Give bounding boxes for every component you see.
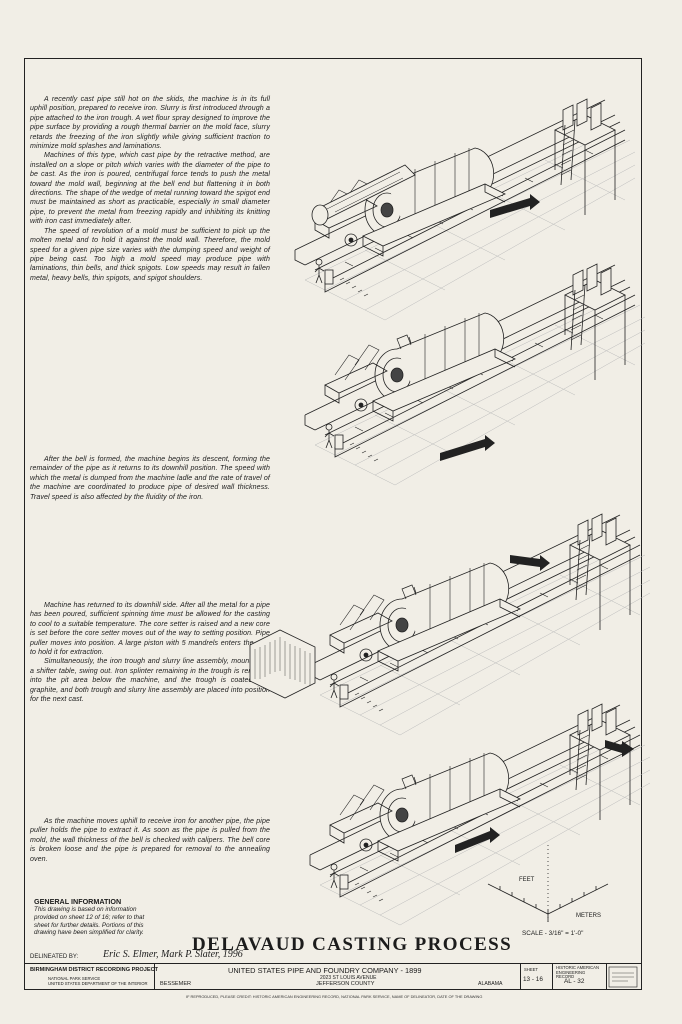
text-block-2: After the bell is formed, the machine be…: [30, 455, 270, 502]
record-number: AL - 32: [564, 978, 585, 985]
sheet-number: 13 - 16: [523, 976, 543, 983]
scale-feet-label: FEET: [519, 877, 535, 883]
sheet-label: SHEET: [524, 967, 538, 972]
scale-text: SCALE - 3/16" = 1'-0": [522, 930, 584, 937]
company-county: JEFFERSON COUNTY: [316, 980, 375, 987]
scale-meters-label: METERS: [576, 913, 602, 919]
paragraph-machine-descent: After the bell is formed, the machine be…: [30, 456, 270, 501]
drawing-title: DELAVAUD CASTING PROCESS: [192, 934, 513, 955]
record-label: HISTORIC AMERICAN ENGINEERING RECORD: [556, 965, 599, 980]
paragraph-trough-swing-out: Simultaneously, the iron trough and slur…: [30, 658, 270, 704]
drawing-stage-2: [304, 263, 646, 486]
title-block-record-cell: HISTORIC AMERICAN ENGINEERING RECORD AL …: [552, 964, 607, 990]
paragraph-downhill-side: Machine has returned to its downhill sid…: [30, 602, 270, 657]
text-block-3: Machine has returned to its downhill sid…: [30, 601, 270, 704]
company-state: ALABAMA: [478, 981, 503, 987]
text-block-1: A recently cast pipe still hot on the sk…: [30, 95, 270, 283]
text-block-4: As the machine moves uphill to receive i…: [30, 817, 270, 864]
drawing-stage-4: [309, 703, 651, 926]
title-block: BIRMINGHAM DISTRICT RECORDING PROJECT NA…: [24, 963, 642, 990]
paragraph-pipe-on-skids: A recently cast pipe still hot on the sk…: [30, 96, 270, 151]
drawing-border: [24, 58, 642, 990]
company-address: 2023 ST LOUIS AVENUE: [320, 974, 377, 981]
paragraph-retractive-method: Machines of this type, which cast pipe b…: [30, 152, 270, 226]
scale-bar: [487, 842, 609, 922]
paragraph-pipe-extraction: As the machine moves uphill to receive i…: [30, 818, 270, 863]
title-block-logo-cell: [606, 964, 641, 990]
title-block-sheet-cell: SHEET 13 - 16: [520, 964, 553, 990]
general-info-text: This drawing is based on information pro…: [34, 906, 145, 937]
title-block-project-cell: BIRMINGHAM DISTRICT RECORDING PROJECT NA…: [24, 964, 159, 990]
title-block-company-cell: UNITED STATES PIPE AND FOUNDRY COMPANY -…: [154, 964, 521, 990]
drawing-stage-1: [294, 98, 636, 321]
delineator-names: Eric S. Elmer, Mark P. Slater, 1996: [103, 949, 243, 960]
project-name: BIRMINGHAM DISTRICT RECORDING PROJECT: [30, 967, 159, 973]
project-agency: NATIONAL PARK SERVICE UNITED STATES DEPA…: [48, 976, 148, 986]
company-city: BESSEMER: [160, 981, 192, 987]
reproduction-credit: IF REPRODUCED, PLEASE CREDIT: HISTORIC A…: [186, 994, 483, 999]
company-name: UNITED STATES PIPE AND FOUNDRY COMPANY -…: [228, 966, 422, 975]
paragraph-mold-speed: The speed of revolution of a mold must b…: [30, 227, 270, 282]
general-info-heading: GENERAL INFORMATION: [34, 897, 122, 906]
drawing-stage-3: [249, 513, 651, 736]
delineated-label: DELINEATED BY:: [30, 954, 79, 960]
agency-logo-icon: [608, 966, 638, 988]
